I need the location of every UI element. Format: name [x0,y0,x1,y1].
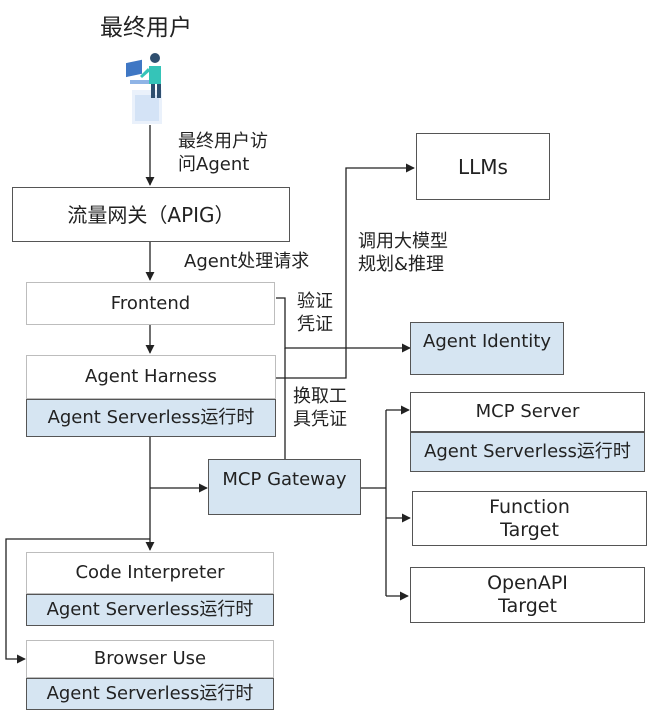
llms-box: LLMs [416,133,550,200]
arrow-harness-to-llms [276,163,415,379]
browser-use-runtime: Agent Serverless运行时 [26,678,274,710]
agent-harness-runtime: Agent Serverless运行时 [26,399,276,437]
code-interpreter-runtime: Agent Serverless运行时 [26,594,274,626]
frontend-box: Frontend [26,282,275,325]
browser-use-box: Browser Use [26,640,274,678]
person-at-computer-icon [126,53,162,124]
label-exchange-credential: 换取工 具凭证 [293,386,347,431]
agent-identity-box: Agent Identity [410,322,564,375]
label-agent-process: Agent处理请求 [184,251,310,272]
mcp-server-box: MCP Server [410,392,645,432]
label-verify-credential: 验证 凭证 [297,291,333,336]
arrow-harness-to-browser-use [5,538,150,664]
label-invoke-llm: 调用大模型 规划&推理 [358,231,448,276]
end-user-title: 最终用户 [100,15,192,41]
traffic-gateway-box: 流量网关（APIG） [12,187,290,242]
label-user-access: 最终用户访 问Agent [178,131,268,176]
mcp-gateway-box: MCP Gateway [208,459,361,515]
openapi-target-box: OpenAPI Target [410,567,645,623]
agent-harness-box: Agent Harness [26,355,276,399]
code-interpreter-box: Code Interpreter [26,552,274,594]
arrow-frontend-to-identity [276,297,411,353]
mcp-server-runtime: Agent Serverless运行时 [410,432,645,472]
function-target-box: Function Target [412,491,647,546]
